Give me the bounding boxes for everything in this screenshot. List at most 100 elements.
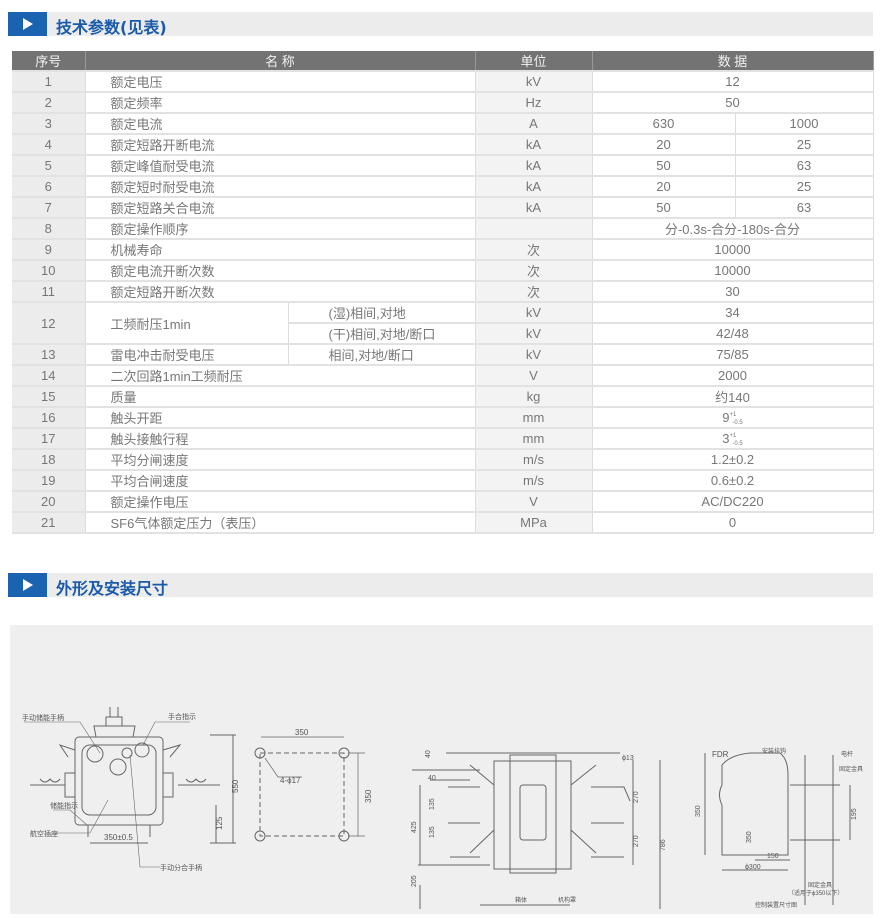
row-number: 17 [12, 428, 86, 450]
section-title: 技术参数(见表) [56, 18, 167, 37]
row-value: 12 [592, 71, 874, 93]
row-value: 42/48 [592, 323, 874, 345]
play-arrow-icon [8, 573, 47, 597]
row-value: 10000 [592, 260, 874, 282]
header-unit: 单位 [475, 51, 593, 72]
row-name: 触头开距 [85, 407, 476, 429]
row-value-1000: 25 [735, 134, 874, 156]
play-arrow-icon [8, 12, 47, 36]
row-value-630: 630 [592, 113, 736, 135]
control-unit-drawing: FDR 安装挂钩 电杆 固定金具 固定金具 （适用于ϕ350以下） 控制装置尺寸… [695, 747, 863, 909]
label-fdr: FDR [712, 750, 729, 759]
dim-phi13: ϕ13 [622, 755, 634, 762]
row-number: 8 [12, 218, 86, 240]
row-value: 2000 [592, 365, 874, 387]
row-number: 16 [12, 407, 86, 429]
row-number: 2 [12, 92, 86, 114]
row-unit: kA [475, 155, 593, 177]
row-value-630: 20 [592, 134, 736, 156]
row-value-1000: 25 [735, 176, 874, 198]
row-number: 18 [12, 449, 86, 471]
header-name: 名 称 [85, 51, 476, 72]
row-number: 21 [12, 512, 86, 534]
row-unit: V [475, 365, 593, 387]
row-number: 14 [12, 365, 86, 387]
row-unit: A [475, 113, 593, 135]
row-number: 1 [12, 71, 86, 93]
tolerance-upper: +1 [729, 412, 737, 418]
row-unit: kV [475, 344, 593, 366]
row-unit: kg [475, 386, 593, 408]
dim-205: 205 [411, 875, 418, 887]
row-value-630: 50 [592, 155, 736, 177]
value: 3 [722, 431, 730, 446]
row-name: 额定电压 [85, 71, 476, 93]
label-tank: 箱体 [515, 896, 527, 904]
row-name: 机械寿命 [85, 239, 476, 261]
dim-425: 425 [411, 821, 418, 833]
label-manual-open-close-handle: 手动分合手柄 [160, 863, 202, 872]
dim-150: 150 [767, 853, 779, 860]
row-name: 额定操作顺序 [85, 218, 476, 240]
row-value: 30 [592, 281, 874, 303]
row-unit: Hz [475, 92, 593, 114]
row-number: 10 [12, 260, 86, 282]
row-unit: V [475, 491, 593, 513]
label-mechanism-cover: 机构罩 [558, 896, 576, 904]
label-control-caption: 控制装置尺寸图 [755, 901, 797, 909]
row-unit: mm [475, 407, 593, 429]
row-name: 平均合闸速度 [85, 470, 476, 492]
dim-350-v: 350 [364, 789, 373, 803]
row-number: 13 [12, 344, 86, 366]
front-view-drawing: 手动储能手柄 手合指示 储能指示 航空插座 手动分合手柄 550 125 350… [22, 707, 240, 872]
row-value: 分-0.3s-合分-180s-合分 [592, 218, 874, 240]
row-name: 额定频率 [85, 92, 476, 114]
row-unit: kA [475, 197, 593, 219]
row-value: 75/85 [592, 344, 874, 366]
row-value: 0.6±0.2 [592, 470, 874, 492]
dim-350-h: 350 [295, 728, 309, 737]
label-manual-charge-handle: 手动储能手柄 [22, 713, 64, 722]
row-value-630: 50 [592, 197, 736, 219]
label-fixing-fitting: 固定金具 [839, 765, 863, 773]
row-value-1000: 63 [735, 197, 874, 219]
dim-195: 195 [851, 808, 858, 820]
row-number: 6 [12, 176, 86, 198]
label-pole: 电杆 [841, 750, 853, 758]
row-condition: (湿)相间,对地 [288, 302, 476, 324]
dim-135b: 135 [429, 826, 436, 838]
row-unit: 次 [475, 260, 593, 282]
dim-350-inner: 350 [746, 831, 753, 843]
dim-hole-dia: 4-ϕ17 [280, 776, 301, 785]
section-header-specs: 技术参数(见表) [8, 12, 873, 37]
label-manual-close-indicator: 手合指示 [168, 712, 196, 721]
row-name: SF6气体额定压力（表压） [85, 512, 476, 534]
section-header-dimensions: 外形及安装尺寸 [8, 573, 873, 598]
row-value: AC/DC220 [592, 491, 874, 513]
dim-550: 550 [231, 779, 240, 793]
row-unit: m/s [475, 470, 593, 492]
dim-350-outer: 350 [695, 805, 702, 817]
row-number: 20 [12, 491, 86, 513]
row-unit: 次 [475, 239, 593, 261]
row-name: 额定峰值耐受电流 [85, 155, 476, 177]
row-unit: kV [475, 323, 593, 345]
row-number: 12 [12, 302, 86, 345]
row-number: 15 [12, 386, 86, 408]
row-value: 1.2±0.2 [592, 449, 874, 471]
row-number: 5 [12, 155, 86, 177]
dim-350-tol: 350±0.5 [104, 833, 133, 842]
